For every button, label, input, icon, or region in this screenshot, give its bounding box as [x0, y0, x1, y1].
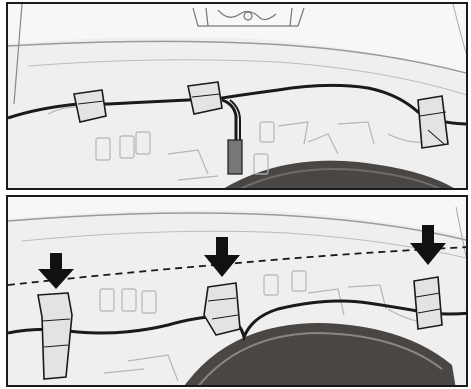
tape-clip-icon: [188, 82, 222, 114]
harness-secure-illustration: [8, 197, 468, 387]
tape-clip-icon: [74, 90, 106, 122]
harness-routed-panel: [6, 2, 468, 190]
right-edge-line: [453, 4, 468, 66]
latch-mechanism: [193, 8, 304, 26]
harness-routed-illustration: [8, 4, 468, 190]
tape-clip-icon: [38, 293, 72, 379]
tape-clip-icon: [414, 277, 442, 329]
pigtail-connector-sleeve: [228, 140, 242, 174]
harness-secure-panel: [6, 195, 468, 387]
tape-clip-icon: [418, 96, 448, 148]
